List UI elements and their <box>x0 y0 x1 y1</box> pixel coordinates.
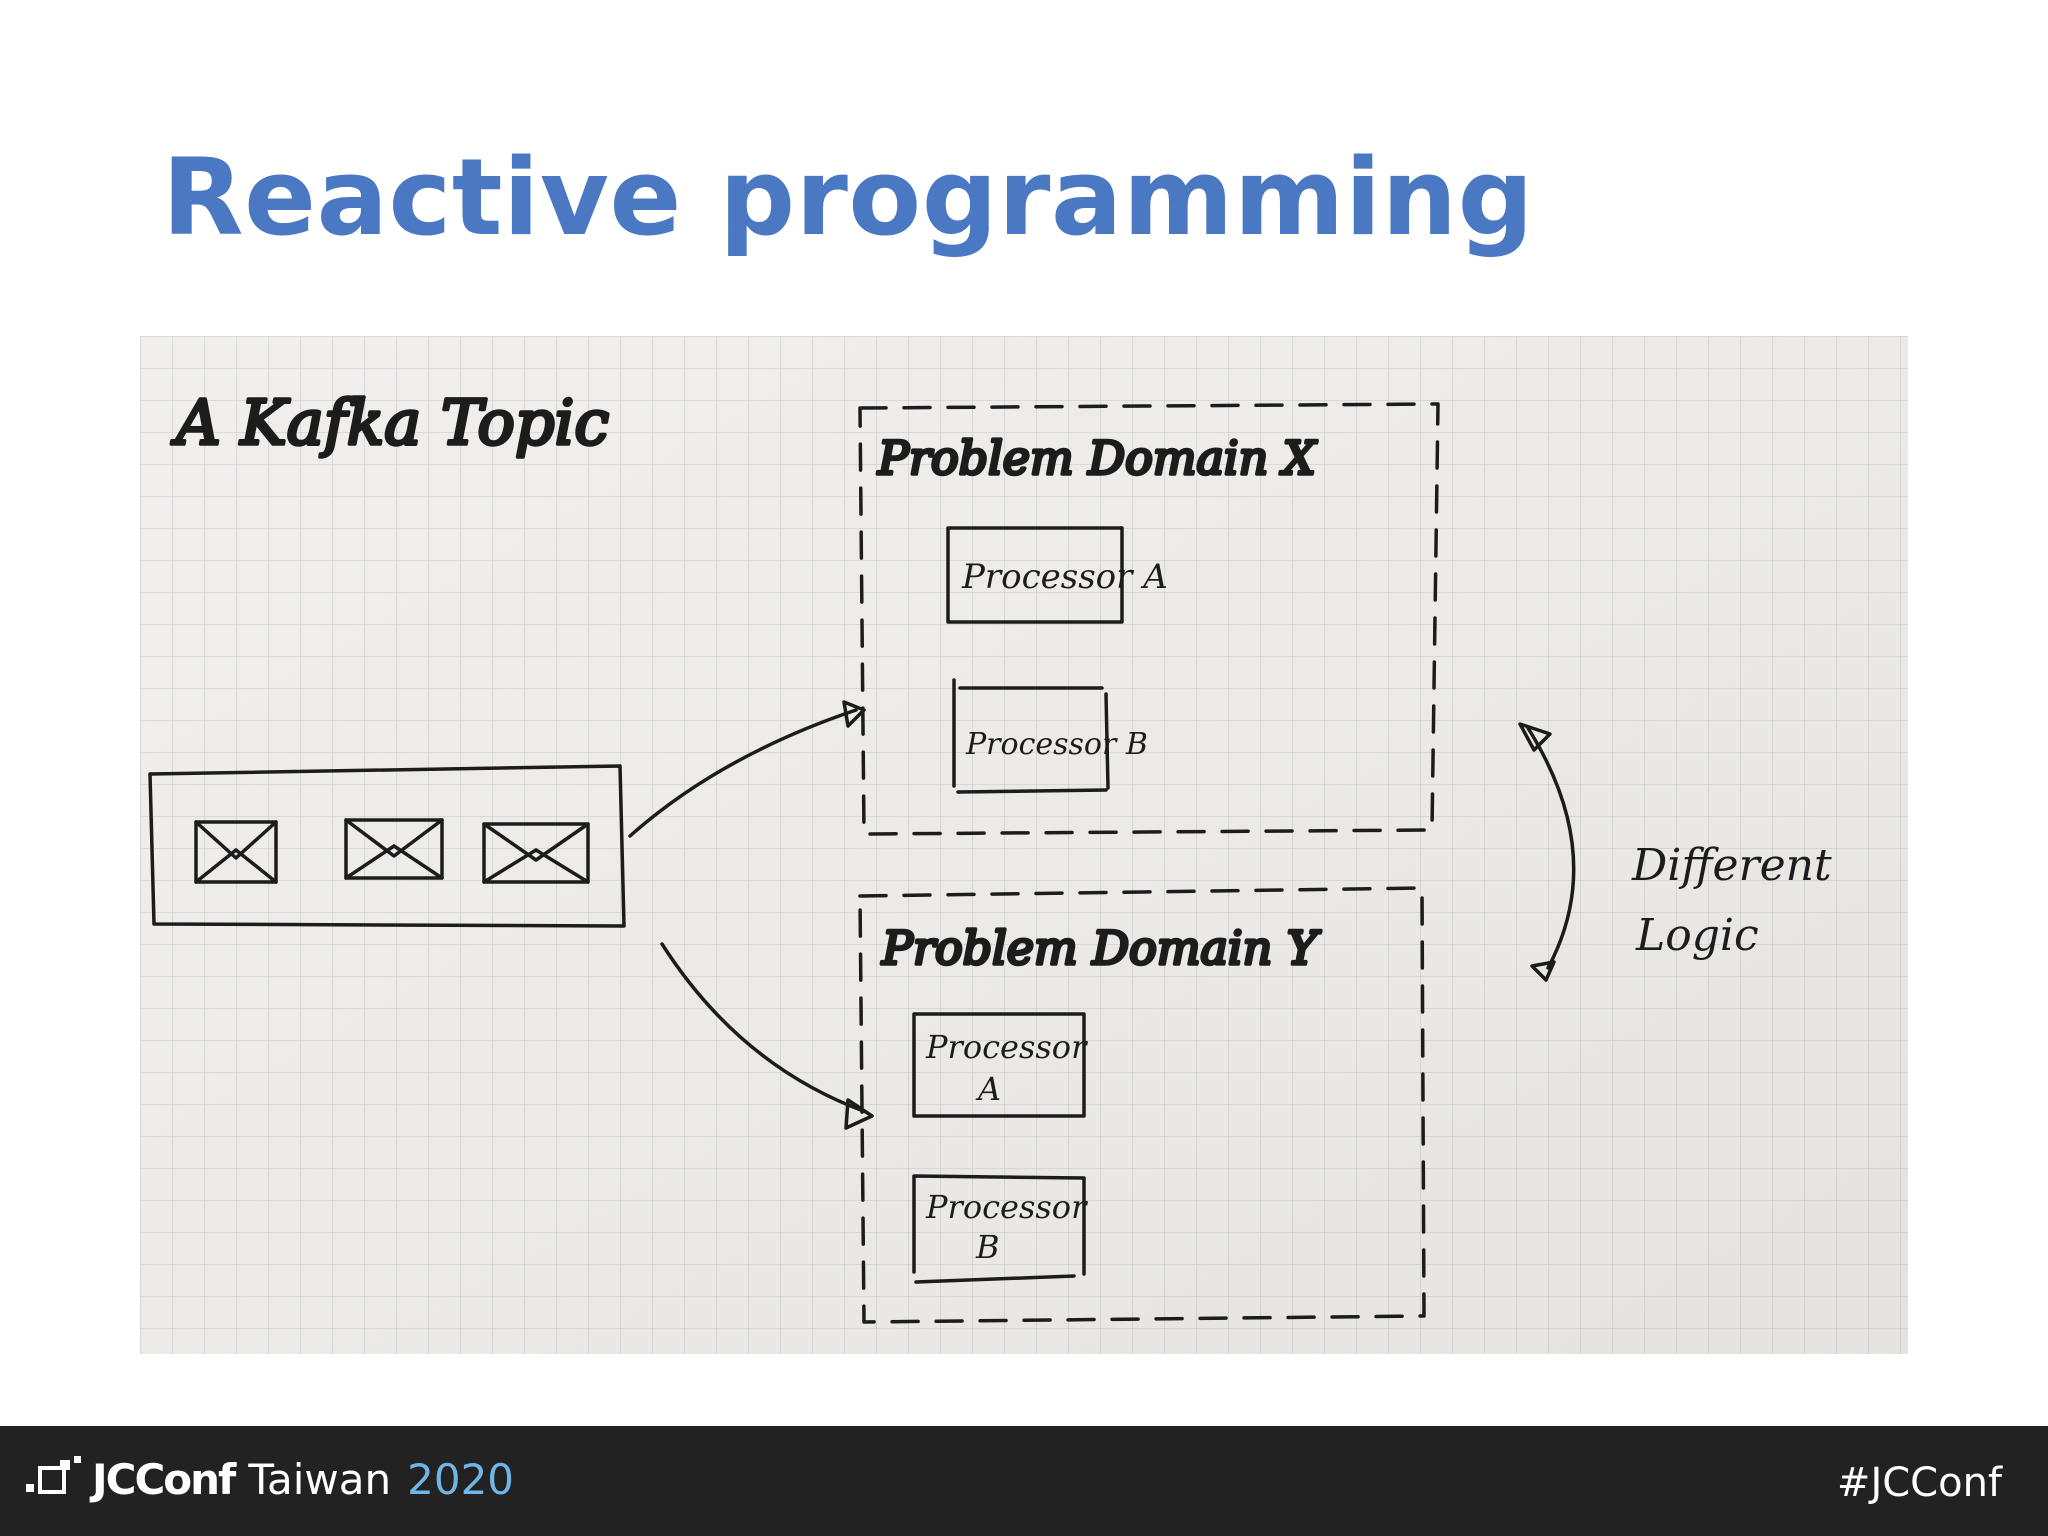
processor-a-label-line1: Processor <box>925 1028 1088 1066</box>
processor-b-label-line1: Processor <box>925 1188 1088 1226</box>
processor-b-label-line2: B <box>975 1228 1000 1266</box>
processor-b-label: Processor B <box>965 727 1148 762</box>
jcconf-brand: JCConf Taiwan 2020 <box>24 1454 514 1504</box>
hand-drawn-diagram: A Kafka Topic <box>140 336 1908 1354</box>
footer-bar: JCConf Taiwan 2020 #JCConf <box>0 1426 2048 1536</box>
domain-y-label: Problem Domain Y <box>881 921 1322 975</box>
diagram-canvas: A Kafka Topic <box>140 336 1908 1354</box>
processor-a-label-line2: A <box>975 1070 1001 1108</box>
domain-x-label: Problem Domain X <box>877 431 1318 485</box>
processor-a-label: Processor A <box>961 557 1168 597</box>
slide-title: Reactive programming <box>162 140 1534 257</box>
relation-label-line2: Logic <box>1635 910 1759 961</box>
topic-label: A Kafka Topic <box>171 386 609 459</box>
relation-label-line1: Different <box>1631 840 1832 891</box>
hashtag: #JCConf <box>1837 1460 2002 1506</box>
brand-name: JCConf <box>92 1455 234 1504</box>
brand-country: Taiwan <box>248 1455 391 1504</box>
jcconf-logo-icon <box>24 1454 86 1504</box>
brand-year: 2020 <box>407 1455 514 1504</box>
